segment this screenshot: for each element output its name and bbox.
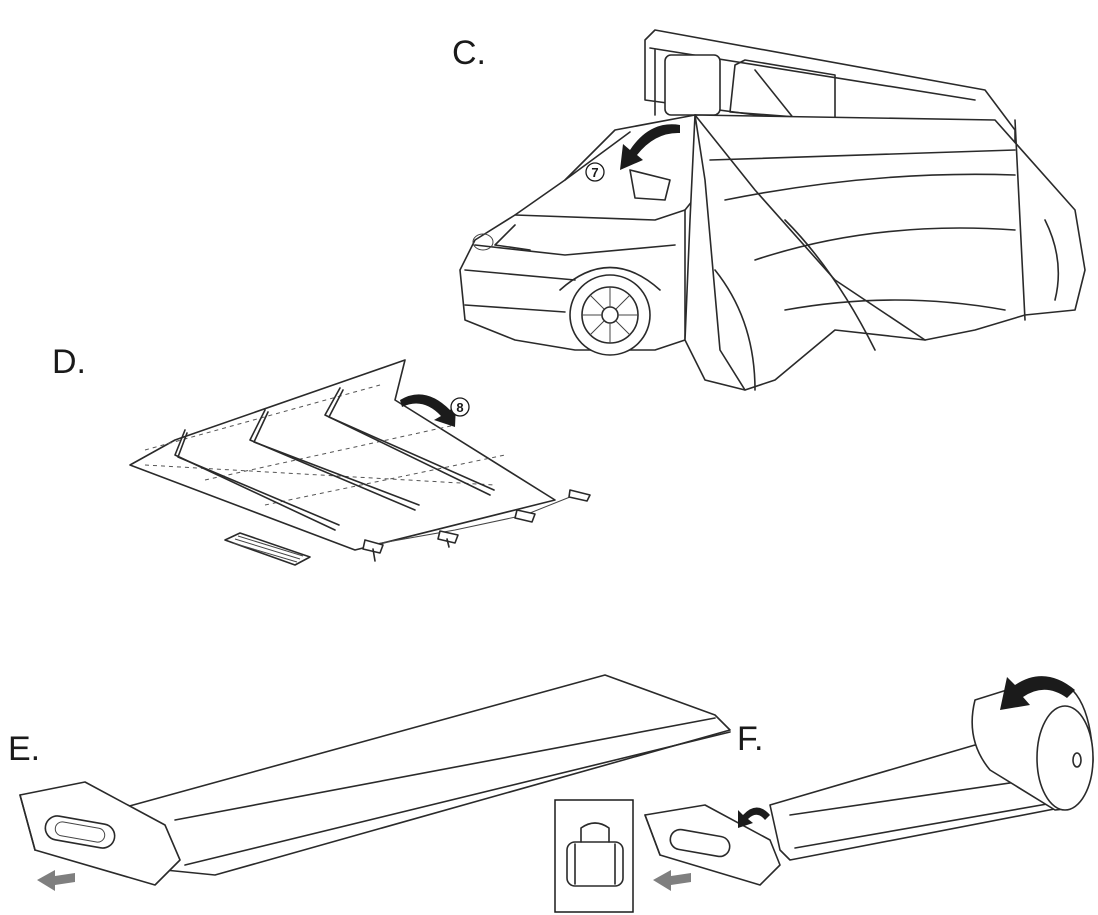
curved-arrow-icon bbox=[620, 124, 680, 170]
step-7-circle bbox=[585, 162, 605, 182]
gray-arrow-left-icon bbox=[653, 870, 691, 891]
curved-arrow-icon bbox=[1000, 676, 1075, 710]
folded-awning-panel bbox=[129, 359, 556, 551]
folded-panel-drawing: 8 bbox=[129, 359, 591, 566]
rolling-mat-drawing bbox=[554, 676, 1094, 913]
peg bbox=[362, 539, 384, 554]
step-8-circle bbox=[450, 397, 470, 417]
step-label-c: C. bbox=[452, 34, 486, 72]
gray-arrow-left-icon bbox=[37, 870, 75, 891]
step-c-illustration: 7 bbox=[455, 20, 1095, 395]
flat-mat-drawing bbox=[19, 674, 731, 891]
step-number-8: 8 bbox=[456, 400, 463, 415]
step-e-illustration bbox=[15, 670, 735, 905]
step-number-7: 7 bbox=[591, 165, 598, 180]
van-awning-drawing: 7 bbox=[459, 29, 1086, 391]
peg bbox=[568, 489, 591, 502]
curved-arrow-icon bbox=[400, 394, 456, 427]
step-label-e: E. bbox=[8, 730, 41, 768]
peg bbox=[437, 530, 459, 544]
step-d-illustration: 8 bbox=[125, 355, 605, 585]
step-label-d: D. bbox=[52, 343, 86, 381]
peg bbox=[514, 509, 536, 523]
awning-tent bbox=[684, 114, 1086, 391]
carry-pouch bbox=[19, 781, 181, 886]
step-f-illustration bbox=[545, 660, 1095, 915]
step-label-f: F. bbox=[737, 720, 764, 758]
carry-pouch bbox=[644, 804, 781, 886]
bag-icon bbox=[554, 799, 634, 913]
